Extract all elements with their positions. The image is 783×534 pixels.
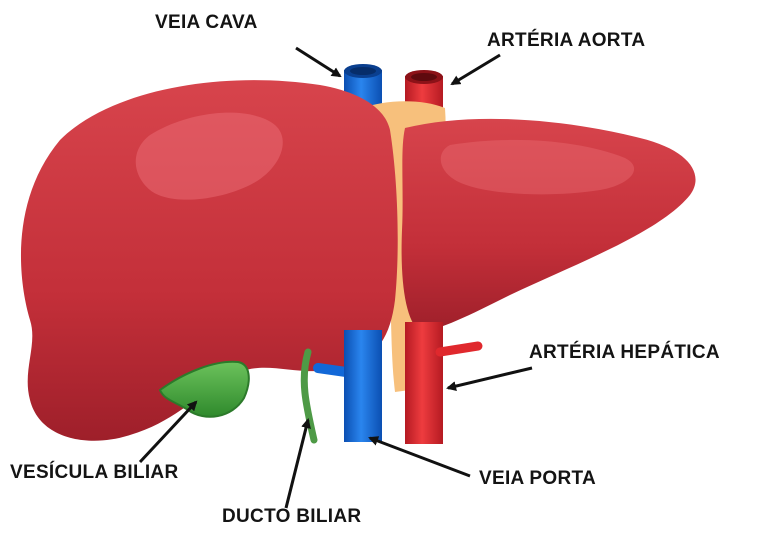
arrow-ducto-biliar — [286, 420, 308, 508]
portal-vein-branch — [318, 368, 346, 372]
portal-vein — [344, 330, 382, 442]
arrow-arteria-aorta — [452, 55, 500, 84]
label-arteria-hepatica: ARTÉRIA HEPÁTICA — [529, 342, 720, 364]
label-veia-porta: VEIA PORTA — [479, 468, 596, 490]
label-ducto-biliar: DUCTO BILIAR — [222, 506, 361, 528]
label-arteria-aorta: ARTÉRIA AORTA — [487, 30, 645, 52]
label-veia-cava: VEIA CAVA — [155, 12, 258, 34]
arrow-arteria-hepatica — [448, 368, 532, 388]
label-vesicula-biliar: VESÍCULA BILIAR — [10, 462, 178, 484]
arrow-veia-cava — [296, 48, 340, 76]
